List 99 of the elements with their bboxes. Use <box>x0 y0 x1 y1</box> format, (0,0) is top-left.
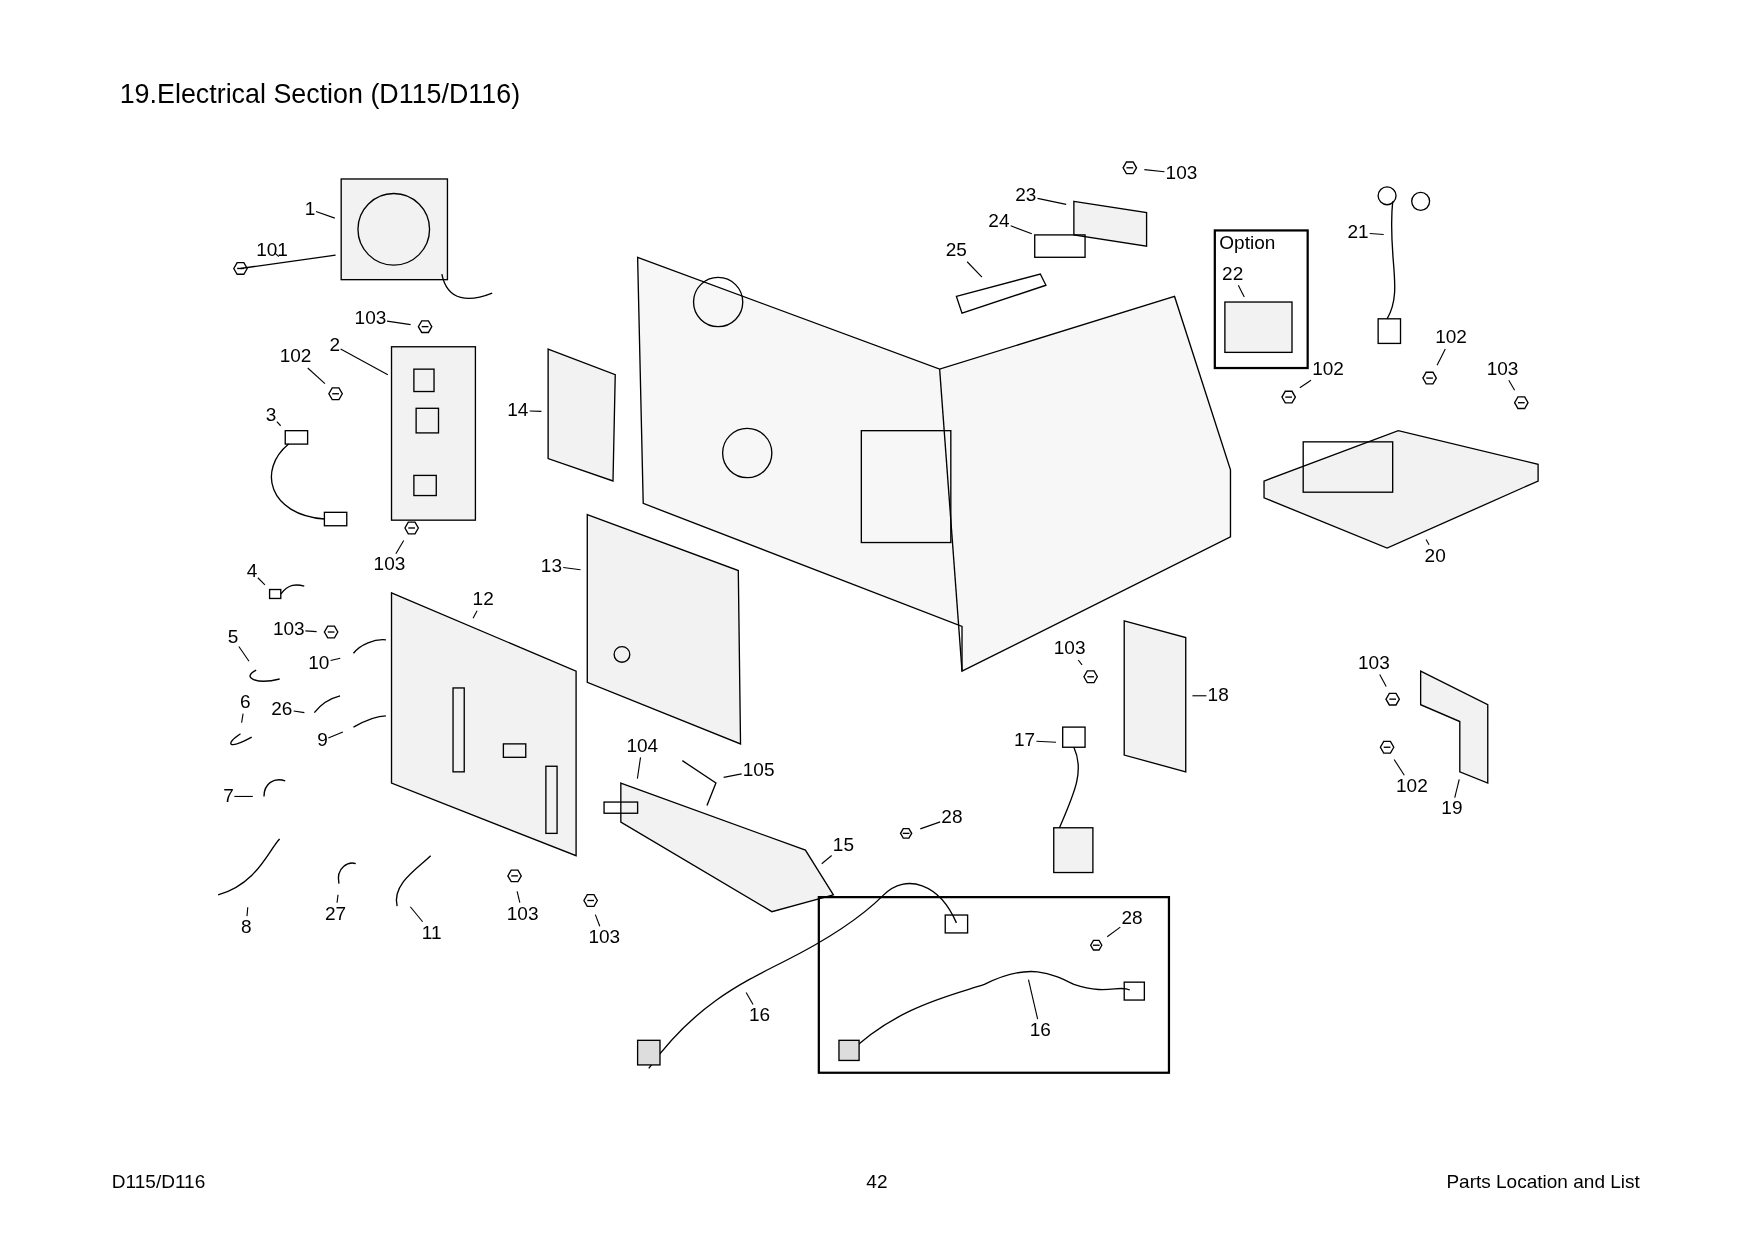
leader-line <box>304 630 318 633</box>
callout-number: 103 <box>1358 652 1390 675</box>
callout-number: 103 <box>354 307 387 330</box>
frame-heading: Option <box>1219 232 1276 256</box>
callout-number: 103 <box>1165 162 1198 185</box>
leader-line <box>562 566 582 571</box>
callout-number: 22 <box>1222 262 1244 286</box>
leader-line <box>516 890 521 904</box>
leader-line <box>1454 778 1460 799</box>
leader-line <box>821 854 833 865</box>
leader-line <box>745 991 754 1006</box>
leader-line <box>723 773 743 778</box>
leader-line <box>966 261 983 278</box>
leader-line <box>1379 673 1387 688</box>
callout-number: 8 <box>241 916 252 939</box>
callout-number: 26 <box>271 698 293 721</box>
option-frame <box>1213 229 1309 370</box>
leader-line <box>409 906 424 923</box>
callout-number: 18 <box>1207 684 1229 707</box>
leader-line <box>472 610 478 619</box>
leader-line <box>919 821 941 830</box>
page-title: 19.Electrical Section (D115/D116) <box>119 78 521 110</box>
callout-number: 9 <box>317 729 328 752</box>
callout-number: 28 <box>941 806 963 829</box>
callout-number: 1 <box>304 198 316 221</box>
callout-number: 14 <box>507 399 529 422</box>
callout-number: 103 <box>272 618 305 641</box>
leader-line <box>1106 926 1121 938</box>
leader-line <box>257 577 266 586</box>
callout-number: 20 <box>1424 544 1446 568</box>
leader-line <box>238 645 250 662</box>
callout-number: 103 <box>506 902 539 926</box>
leader-line <box>1027 979 1039 1020</box>
leader-line <box>1191 695 1207 697</box>
callout-number: 10 <box>308 652 330 675</box>
callout-number: 4 <box>246 560 258 583</box>
callout-number: 103 <box>588 926 621 949</box>
leader-line <box>273 252 280 258</box>
callout-number: 102 <box>1435 326 1467 349</box>
page-number: 42 <box>866 1171 888 1194</box>
leader-line <box>1010 225 1033 235</box>
callout-number: 2 <box>329 334 341 357</box>
callout-number: 103 <box>1053 637 1086 660</box>
leader-line <box>1035 740 1057 743</box>
callout-number: 6 <box>239 691 251 714</box>
callout-number: 102 <box>279 345 312 369</box>
leader-line <box>594 914 601 927</box>
callout-number: 3 <box>265 403 277 427</box>
page-code: D115/D116 <box>111 1171 206 1194</box>
detail-frame <box>817 896 1171 1074</box>
callout-number: 16 <box>1029 1019 1051 1042</box>
callout-number: 23 <box>1015 184 1037 207</box>
leader-line <box>307 367 326 385</box>
callout-number: 17 <box>1014 729 1036 752</box>
callout-number: 105 <box>742 759 775 782</box>
leader-line <box>241 713 244 724</box>
leader-line <box>636 756 642 780</box>
callout-number: 16 <box>748 1004 771 1027</box>
callout-number: 27 <box>324 902 347 926</box>
leader-line <box>1369 232 1385 235</box>
leader-line <box>1436 348 1446 366</box>
leader-line <box>276 421 282 427</box>
leader-line <box>1077 659 1083 666</box>
callout-number: 5 <box>227 626 239 649</box>
leader-line <box>293 710 305 714</box>
leader-line <box>1393 759 1405 776</box>
callout-number: 103 <box>373 553 406 577</box>
callout-number: 25 <box>945 239 967 262</box>
callout-number: 28 <box>1121 907 1143 930</box>
leader-line <box>1237 284 1245 298</box>
leader-line <box>233 795 254 797</box>
leader-line <box>529 410 542 412</box>
section-name: Parts Location and List <box>1446 1171 1640 1194</box>
leader-line <box>1143 169 1166 173</box>
callout-number: 13 <box>540 554 562 578</box>
callout-number: 7 <box>223 785 234 808</box>
leader-line <box>340 348 389 376</box>
callout-number: 12 <box>472 588 494 611</box>
leader-line <box>386 320 412 326</box>
leader-line <box>330 657 341 662</box>
callout-number: 103 <box>1486 357 1519 381</box>
leader-line <box>1508 379 1516 391</box>
leader-line <box>336 894 339 904</box>
leader-line <box>327 731 344 739</box>
leader-line <box>1425 538 1430 546</box>
callout-number: 15 <box>832 834 854 857</box>
leader-line <box>395 539 405 555</box>
callout-number: 11 <box>421 921 442 945</box>
leader-line <box>1299 379 1312 389</box>
callout-number: 104 <box>626 734 659 758</box>
leader-line <box>315 210 336 219</box>
leader-line <box>1036 197 1067 205</box>
callout-number: 101 <box>256 239 288 262</box>
leader-line <box>246 906 249 917</box>
callout-number: 102 <box>1396 775 1428 798</box>
callout-number: 19 <box>1441 797 1463 820</box>
callout-number: 24 <box>988 210 1010 233</box>
callout-number: 21 <box>1347 221 1369 244</box>
callout-number: 102 <box>1312 357 1344 381</box>
